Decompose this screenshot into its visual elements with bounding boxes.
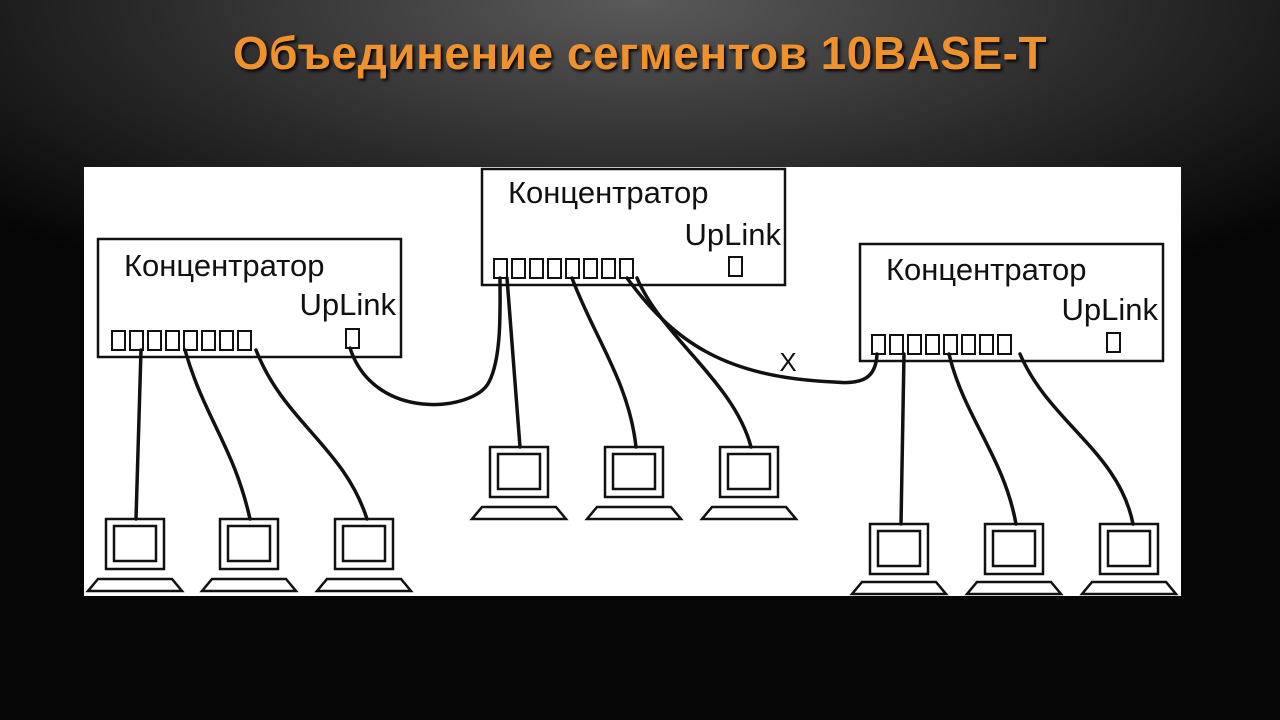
hub-left-port-7 [219,330,234,351]
screen [726,452,772,491]
keyboard-icon [849,580,949,596]
hub-right-port-8 [997,334,1012,355]
pc-center-3 [699,445,799,521]
screen [876,529,922,568]
hub-left-port-4 [165,330,180,351]
hub-center-port-6 [583,258,598,279]
pc-left-2 [199,517,299,593]
cable-left-pc-2 [183,348,252,521]
hub-left-uplink-port [345,328,360,349]
pc-left-1 [85,517,185,593]
keyboard-icon [85,577,185,593]
monitor-icon [488,445,550,499]
screen [226,524,272,563]
hub-center-port-8 [619,258,634,279]
monitor-icon [718,445,780,499]
hub-center-uplink-port [728,256,743,277]
hub-right-port-6 [961,334,976,355]
keyboard-icon [964,580,1064,596]
hub-left-port-1 [111,330,126,351]
diagram-shapes [85,167,1179,596]
hub-center-port-4 [547,258,562,279]
hub-left-port-8 [237,330,252,351]
keyboard-icon [469,505,569,521]
monitor-icon [1098,522,1160,576]
pc-center-1 [469,445,569,521]
hub-center-port-3 [529,258,544,279]
monitor-icon [868,522,930,576]
hub-right-ports [871,332,1121,355]
keyboard-icon [199,577,299,593]
hub-left-port-6 [201,330,216,351]
pc-left-3 [314,517,414,593]
cable-left-pc-1 [134,348,143,521]
hub-right-port-5 [943,334,958,355]
hub-right-port-2 [889,334,904,355]
hub-left-ports [111,328,360,351]
hub-center-ports [493,256,743,279]
hub-right-port-4 [925,334,940,355]
screen [112,524,158,563]
cables [134,276,1135,526]
keyboard-icon [699,505,799,521]
hub-right-label: Концентратор [886,252,1087,287]
hub-center-port-7 [601,258,616,279]
pc-center-2 [584,445,684,521]
hub-center-port-5 [565,258,580,279]
screen [496,452,542,491]
hub-left-uplink-label: UpLink [300,287,397,322]
screen [991,529,1037,568]
monitor-icon [218,517,280,571]
hub-center-port-2 [511,258,526,279]
monitor-icon [104,517,166,571]
cable-center-pc-1 [505,276,522,449]
cable-center-pc-3 [635,276,753,449]
hub-left-label: Концентратор [124,248,325,283]
hub-left-port-3 [147,330,162,351]
hub-right-port-1 [871,334,886,355]
cable-left-pc-3 [254,348,369,521]
monitor-icon [333,517,395,571]
slide-title: Объединение сегментов 10BASE-T [232,27,1048,79]
screen [341,524,387,563]
screen [1106,529,1152,568]
hub-center-uplink-label: UpLink [685,217,782,252]
keyboard-icon [584,505,684,521]
cable-right-pc-1 [899,352,906,526]
pc-right-3 [1079,522,1179,596]
cable-center-to-right-crossed [625,276,879,385]
diagram-canvas: Концентратор UpLink Концентратор UpLink … [85,167,1179,596]
pc-right-1 [849,522,949,596]
pc-right-2 [964,522,1064,596]
keyboard-icon [1079,580,1179,596]
hub-center-port-1 [493,258,508,279]
hub-right-port-7 [979,334,994,355]
hub-left-box [96,237,403,359]
hub-center-label: Концентратор [508,175,709,210]
cable-center-pc-2 [570,276,638,449]
hub-right-box [858,242,1165,363]
screen [611,452,657,491]
keyboard-icon [314,577,414,593]
hub-left-port-2 [129,330,144,351]
crossed-link-label: X [779,347,796,377]
hub-right-port-3 [907,334,922,355]
hub-left-port-5 [183,330,198,351]
cable-right-pc-2 [947,352,1018,526]
cable-right-pc-3 [1018,352,1135,526]
cable-left-uplink-to-center [348,276,502,407]
monitor-icon [983,522,1045,576]
network-diagram: Концентратор UpLink Концентратор UpLink … [84,167,1181,596]
hub-right-uplink-label: UpLink [1062,292,1159,327]
monitor-icon [603,445,665,499]
hub-right-uplink-port [1106,332,1121,353]
